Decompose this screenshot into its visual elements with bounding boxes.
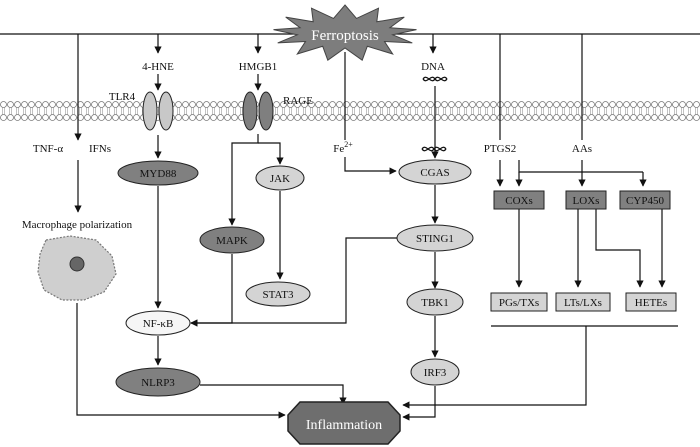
irf3-node: IRF3	[410, 358, 460, 386]
coxs-node: COXs	[493, 190, 545, 210]
nfkb-node: NF-κB	[125, 310, 191, 336]
svg-text:NF-κB: NF-κB	[143, 318, 174, 330]
cyp450-node: CYP450	[619, 190, 671, 210]
ferroptosis-node: Ferroptosis	[273, 4, 417, 61]
sting1-node: STING1	[396, 224, 474, 252]
label-ifns: IFNs	[89, 143, 111, 155]
edge-fe2-cgas	[344, 157, 397, 175]
cell-membrane	[0, 101, 700, 121]
label-rage: RAGE	[283, 95, 313, 107]
label-fe2: Fe2+	[333, 140, 353, 155]
label-ptgs2: PTGS2	[484, 143, 516, 155]
rage-receptor	[242, 91, 274, 131]
svg-text:LTs/LXs: LTs/LXs	[564, 297, 602, 309]
mapk-node: MAPK	[199, 226, 265, 254]
edge-macrophage-inflammation	[76, 303, 286, 419]
edge-aa-products-inflammation	[402, 326, 587, 409]
edge-mapk-nfkb	[190, 254, 233, 327]
svg-text:CGAS: CGAS	[420, 167, 449, 179]
svg-text:IRF3: IRF3	[424, 367, 447, 379]
label-tlr4: TLR4	[109, 91, 136, 103]
svg-text:STING1: STING1	[416, 233, 454, 245]
svg-text:JAK: JAK	[270, 173, 290, 185]
inflammation-node: Inflammation	[287, 401, 401, 445]
label-tnf-alpha: TNF-α	[33, 143, 63, 155]
edge-irf3-inflammation	[402, 386, 436, 421]
label-dna: DNA	[421, 61, 445, 73]
svg-text:MYD88: MYD88	[140, 168, 177, 180]
svg-text:TBK1: TBK1	[421, 297, 449, 309]
tbk1-node: TBK1	[406, 288, 464, 316]
svg-text:HETEs: HETEs	[635, 297, 667, 309]
hetes-node: HETEs	[625, 292, 677, 312]
svg-text:Inflammation: Inflammation	[306, 418, 382, 433]
svg-text:STAT3: STAT3	[263, 289, 294, 301]
svg-text:NLRP3: NLRP3	[141, 377, 175, 389]
label-4hne: 4-HNE	[142, 61, 174, 73]
svg-text:COXs: COXs	[505, 195, 533, 207]
edge-nlrp3-inflammation	[200, 384, 347, 405]
dna-helix-inner-icon	[421, 146, 447, 152]
macrophage-cell	[37, 235, 117, 301]
label-aas: AAs	[572, 143, 592, 155]
edge-loxs-hetes	[595, 209, 644, 288]
lts-lxs-node: LTs/LXs	[555, 292, 611, 312]
stat3-node: STAT3	[245, 281, 311, 307]
edge-sting1-nfkb	[190, 237, 397, 327]
svg-text:PGs/TXs: PGs/TXs	[499, 297, 539, 309]
dna-helix-icon	[422, 76, 448, 82]
edge-rage-jak	[258, 142, 284, 165]
ferroptosis-label: Ferroptosis	[311, 28, 379, 44]
svg-text:MAPK: MAPK	[216, 235, 248, 247]
nlrp3-node: NLRP3	[115, 367, 201, 397]
jak-node: JAK	[255, 165, 305, 191]
svg-text:LOXs: LOXs	[573, 195, 600, 207]
svg-text:CYP450: CYP450	[626, 195, 664, 207]
label-macrophage-polarization: Macrophage polarization	[22, 219, 133, 231]
label-hmgb1: HMGB1	[239, 61, 278, 73]
loxs-node: LOXs	[565, 190, 607, 210]
cgas-node: CGAS	[398, 159, 472, 185]
pgs-txs-node: PGs/TXs	[490, 292, 548, 312]
myd88-node: MYD88	[117, 160, 199, 186]
edge-aas-split	[518, 160, 643, 173]
edge-rage-mapk	[228, 134, 259, 226]
tlr4-receptor	[142, 91, 174, 131]
